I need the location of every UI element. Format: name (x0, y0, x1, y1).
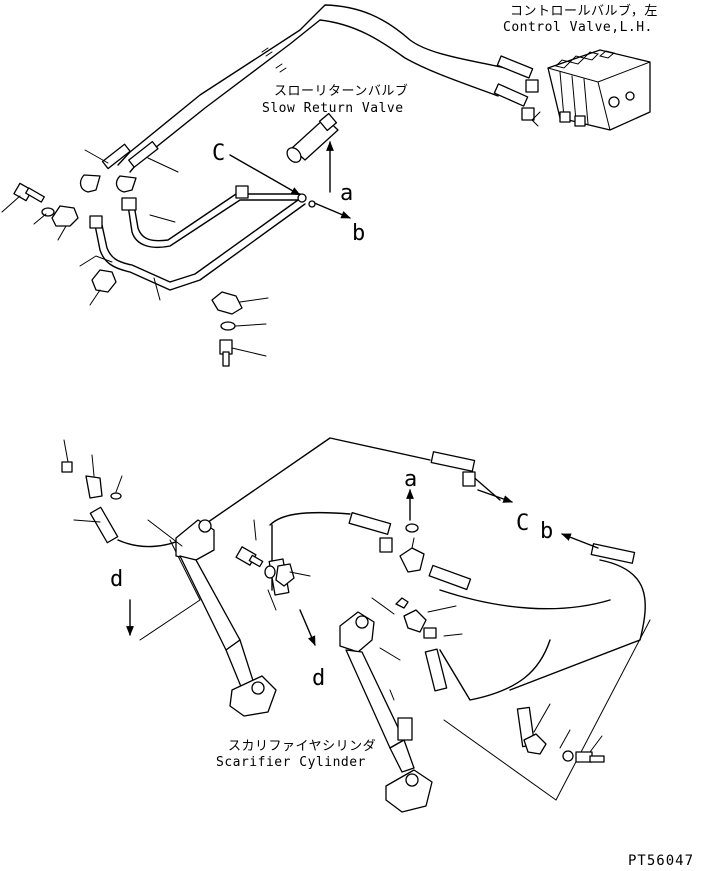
leader-lines-top (1, 149, 269, 357)
bottom-assembly (61, 437, 651, 813)
scarifier-cylinder-center (339, 597, 651, 813)
control-valve-label-jp: コントロールバルブ，左 (510, 3, 658, 19)
connection-letter-bottom-b: b (540, 519, 553, 544)
steel-tube-set (94, 185, 316, 291)
connection-letter-bottom-d-center: d (312, 666, 325, 691)
bolt-clamp-center (235, 519, 311, 611)
connection-letter-top-a: a (340, 181, 353, 206)
connection-letter-top-b: b (352, 221, 365, 246)
bolt-washer-clamp-bottom-right (523, 703, 605, 763)
top-assembly (1, 4, 651, 367)
connection-letter-top-c: C (212, 141, 225, 166)
bolt-washer-clamp-top-left (13, 182, 117, 293)
control-valve-lh (531, 49, 651, 131)
hose-end-fittings-top (79, 140, 159, 229)
elbow-fittings (61, 439, 123, 523)
bolt-washer-clamp-top-right (211, 291, 243, 367)
connection-letter-bottom-c: C (516, 511, 529, 536)
hose-end-fittings-bottom (89, 451, 636, 748)
scarifier-cylinder-label-en: Scarifier Cylinder (216, 755, 366, 770)
connection-letter-bottom-a: a (404, 467, 417, 492)
slow-return-valve-label-en: Slow Return Valve (262, 101, 404, 116)
long-hose-pair (117, 4, 506, 173)
slow-return-valve (286, 112, 339, 163)
scarifier-cylinder-left (147, 519, 277, 717)
tee-fitting (399, 489, 425, 573)
connectors-middle-right (395, 597, 463, 639)
connection-letter-bottom-d-left: d (110, 567, 123, 592)
drawing-code: PT56047 (628, 853, 694, 869)
slow-return-valve-label-jp: スローリターンバルブ (274, 83, 408, 99)
scarifier-cylinder-label-jp: スカリファイヤシリンダ (228, 739, 376, 754)
valve-hose-fittings (493, 55, 539, 121)
control-valve-label-en: Control Valve,L.H. (503, 20, 653, 35)
